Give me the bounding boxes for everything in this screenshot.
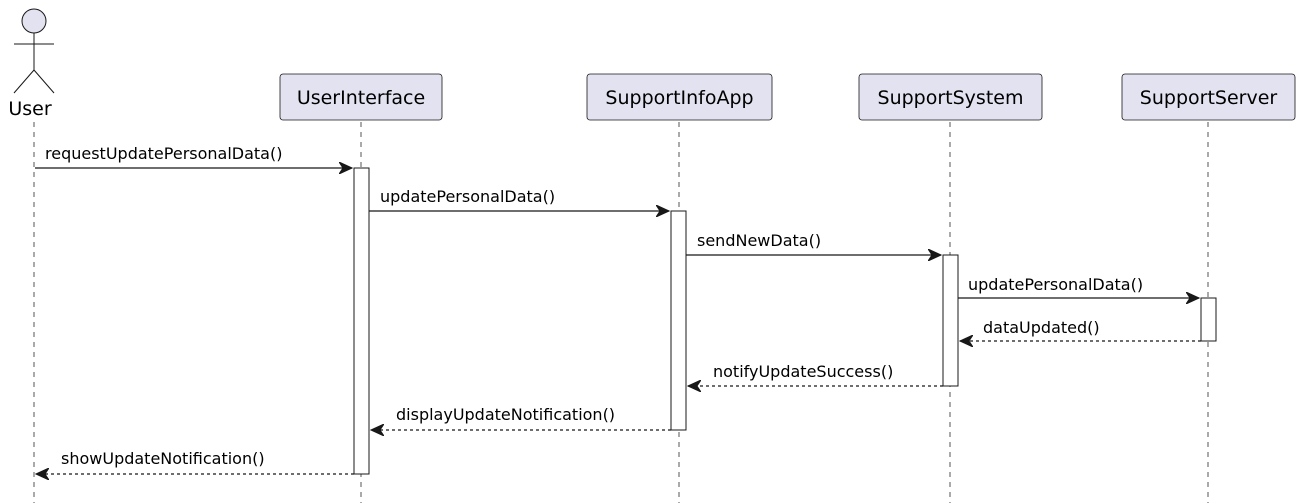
participant-supportinfoapp: SupportInfoApp: [586, 73, 773, 121]
message-3: sendNewData(): [686, 231, 941, 255]
actor-leg-left-icon: [13, 69, 35, 94]
participant-box: [858, 73, 1043, 121]
participant-userinterface: UserInterface: [279, 73, 443, 121]
activation-bar-supportserver: [1200, 297, 1217, 342]
activation-bar-supportinfoapp: [670, 210, 687, 431]
actor-leg-right-icon: [33, 69, 55, 94]
message-1: requestUpdatePersonalData(): [35, 144, 352, 168]
participant-label-supportinfoapp: SupportInfoApp: [605, 87, 753, 109]
participant-box: [1121, 73, 1296, 121]
participant-box: [586, 73, 773, 121]
participant-box: [279, 73, 443, 121]
participant-supportserver: SupportServer: [1121, 73, 1296, 121]
message-8: showUpdateNotification(): [36, 449, 354, 474]
actor-head-icon: [21, 8, 47, 34]
actor-user: User: [8, 8, 55, 120]
participant-label-supportsystem: SupportSystem: [878, 87, 1024, 109]
message-label: notifyUpdateSuccess(): [713, 362, 893, 381]
activation-bar-supportsystem: [942, 254, 959, 387]
message-5: dataUpdated(): [960, 318, 1201, 341]
participant-label-userinterface: UserInterface: [297, 87, 425, 109]
actor-label-user: User: [8, 98, 51, 120]
message-4: updatePersonalData(): [958, 275, 1199, 298]
message-6: notifyUpdateSuccess(): [688, 362, 943, 386]
message-label: requestUpdatePersonalData(): [45, 144, 282, 163]
message-label: displayUpdateNotification(): [396, 405, 615, 424]
message-label: updatePersonalData(): [968, 275, 1143, 294]
message-label: updatePersonalData(): [380, 187, 555, 206]
message-label: showUpdateNotification(): [61, 449, 265, 468]
activation-bar-userinterface: [353, 167, 370, 475]
message-7: displayUpdateNotification(): [371, 405, 671, 430]
participant-label-supportserver: SupportServer: [1140, 87, 1278, 109]
message-label: sendNewData(): [697, 231, 821, 250]
participant-supportsystem: SupportSystem: [858, 73, 1043, 121]
message-label: dataUpdated(): [983, 318, 1100, 337]
message-2: updatePersonalData(): [369, 187, 669, 211]
